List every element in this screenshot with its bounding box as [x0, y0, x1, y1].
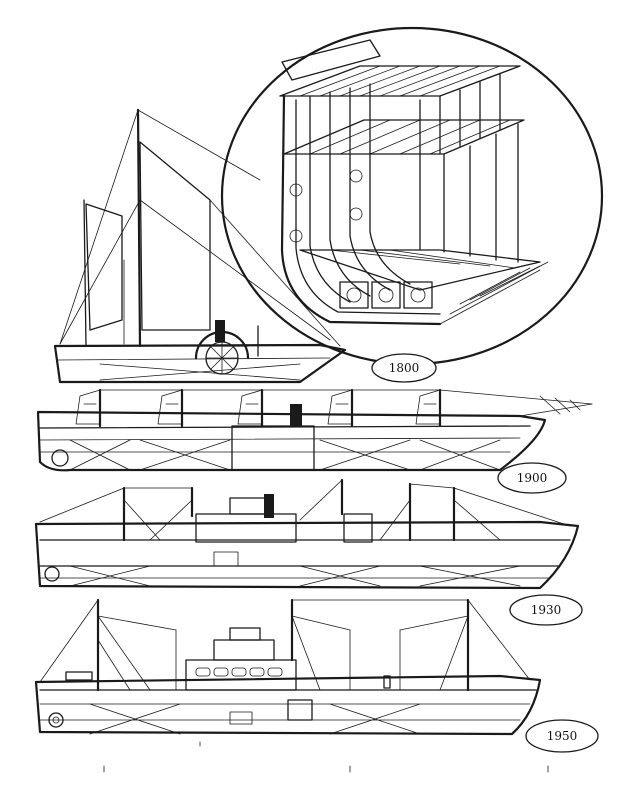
hull-side-plating — [280, 94, 442, 326]
middle-deck — [283, 119, 525, 155]
rigging-1800 — [59, 109, 341, 347]
main-mast-1800 — [136, 108, 142, 348]
hull-cross-bracing-1950 — [89, 703, 421, 735]
year-badge-1950: 1950 — [525, 719, 599, 753]
hull-cross-section-detail — [220, 26, 604, 366]
hull-1800 — [53, 343, 347, 384]
year-badge-1900: 1900 — [497, 462, 567, 494]
masts-1930 — [122, 478, 456, 542]
funnel-1800 — [215, 320, 225, 342]
year-badge-1800: 1800 — [371, 353, 437, 383]
masts-1900 — [98, 388, 442, 428]
hull-cross-bracing-1900 — [69, 439, 501, 471]
year-badge-1930: 1930 — [509, 594, 583, 626]
superstructure-1950 — [185, 659, 297, 691]
funnel-1900 — [290, 404, 302, 426]
keel-plates — [439, 261, 549, 325]
upper-deck-planks — [299, 65, 501, 97]
tank-top — [299, 249, 541, 291]
derricks-1950 — [39, 599, 531, 691]
floor-plates — [339, 281, 433, 309]
masts-1950 — [96, 598, 470, 692]
bottom-tick-marks — [103, 741, 549, 773]
year-label-1950: 1950 — [547, 729, 578, 743]
derricks-1930 — [39, 479, 571, 541]
hull-1950 — [34, 674, 542, 736]
hull-1930 — [34, 520, 580, 590]
year-label-1800: 1800 — [389, 361, 420, 375]
bulwark — [281, 39, 381, 81]
midship-house-1900 — [231, 425, 315, 471]
year-label-1900: 1900 — [517, 471, 548, 485]
year-label-1930: 1930 — [531, 603, 562, 617]
ship-1930-cargo: 1930 — [34, 478, 583, 626]
fore-mast-1800 — [83, 199, 87, 347]
sails-1900 — [75, 389, 441, 425]
hull-frames — [309, 83, 411, 303]
hull-cross-bracing-1930 — [69, 565, 521, 587]
funnel-1930 — [264, 494, 274, 518]
superstructure-1930 — [195, 513, 297, 543]
bowsprit-rigging-1900 — [99, 389, 593, 417]
fore-sail-1800 — [85, 203, 123, 331]
main-sail-1800 — [139, 141, 211, 331]
ship-1950-cargo-liner: 1950 — [34, 598, 599, 753]
ship-1900-steam-sail: 1900 — [36, 388, 593, 494]
deck-stanchions — [419, 73, 519, 263]
frame-brackets — [289, 169, 363, 243]
upper-deck — [279, 65, 521, 97]
ship-1800-paddle-steamer: 1800 — [53, 108, 437, 384]
